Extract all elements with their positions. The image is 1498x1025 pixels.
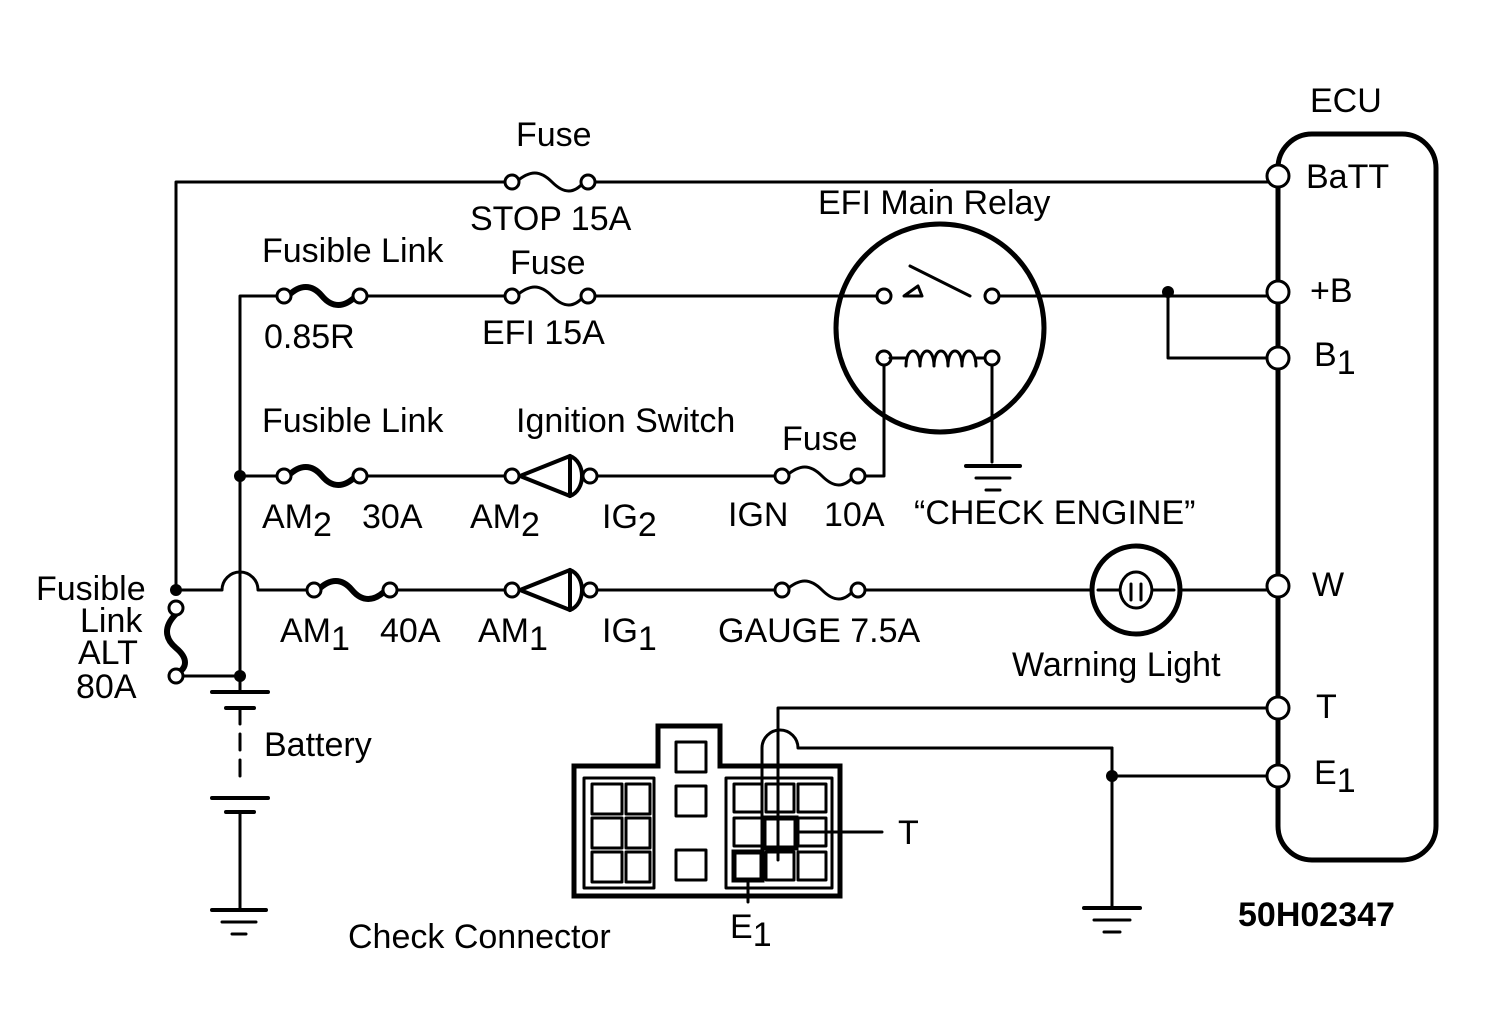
fusible-link-am2 [275, 464, 369, 488]
battery-label: Battery [264, 726, 372, 764]
junction-alt-top [170, 584, 182, 596]
alt-link-line3: ALT [78, 634, 138, 672]
efi-fuse-name: EFI 15A [482, 314, 605, 352]
ecu-terminal-t [1265, 695, 1291, 721]
ecu-label-e1: E1 [1314, 754, 1356, 800]
ecu-terminal-batt [1265, 163, 1291, 189]
alt-link-line1: Fusible [36, 570, 146, 608]
wires [174, 180, 1270, 910]
fuse-ign [773, 465, 867, 487]
ignition-switch-am2 [503, 454, 599, 498]
ignition-switch-am1 [503, 568, 599, 612]
ecu-label-w: W [1312, 566, 1344, 604]
battery-icon [210, 690, 270, 814]
am2-switch-out: IG2 [602, 498, 657, 544]
check-connector-t-label: T [898, 814, 919, 852]
ecu-label-plus-b: +B [1310, 272, 1353, 310]
ign-fuse-rating: 10A [824, 496, 885, 534]
ecu-terminal-plus-b [1265, 279, 1291, 305]
am1-switch-in: AM1 [478, 612, 548, 658]
check-connector-pin-t [761, 815, 799, 851]
ground-relay-icon [964, 464, 1022, 492]
fuse-efi [503, 285, 597, 307]
junction-plus-b [1162, 286, 1174, 298]
ecu-label-batt: BaTT [1306, 158, 1389, 196]
fuse-gauge [773, 579, 867, 601]
ign-fuse-label: Fuse [782, 420, 858, 458]
efi-fusible-link-rating: 0.85R [264, 318, 355, 356]
fuse-stop [503, 171, 597, 193]
ecu-terminal-e1 [1265, 763, 1291, 789]
ecu-label-t: T [1316, 688, 1337, 726]
check-engine-label: “CHECK ENGINE” [914, 494, 1195, 532]
check-connector-pin-e1 [731, 849, 765, 883]
ecu-terminal-w [1265, 573, 1291, 599]
ecu-box [1265, 131, 1439, 863]
junction-dots [170, 286, 1174, 782]
am1-link-name: AM1 [280, 612, 350, 658]
ground-battery-icon [210, 908, 268, 936]
warning-light-lamp-icon [1089, 543, 1183, 637]
fusible-link-085r [275, 284, 369, 308]
efi-fuse-label: Fuse [510, 244, 586, 282]
fusible-link-alt [164, 599, 188, 685]
am2-link-rating: 30A [362, 498, 423, 536]
ground-e1-icon [1082, 906, 1142, 934]
am1-switch-out: IG1 [602, 612, 657, 658]
diagram-code: 50H02347 [1238, 896, 1395, 934]
stop-fuse-name: STOP 15A [470, 200, 632, 238]
ecu-terminal-b1 [1265, 345, 1291, 371]
stop-fuse-label: Fuse [516, 116, 592, 154]
junction-battery [234, 670, 246, 682]
check-connector-e1-label: E1 [730, 908, 772, 954]
efi-main-relay [833, 221, 1047, 464]
check-connector-label: Check Connector [348, 918, 611, 956]
junction-e1 [1106, 770, 1118, 782]
alt-link-line4: 80A [76, 668, 137, 706]
efi-fusible-link-label: Fusible Link [262, 232, 444, 270]
am2-fusible-link-label: Fusible Link [262, 402, 444, 440]
am2-link-name: AM2 [262, 498, 332, 544]
alt-link-line2: Link [80, 602, 143, 640]
efi-main-relay-label: EFI Main Relay [818, 184, 1050, 222]
labels: ECU BaTT +B B1 W T E1 Fuse STOP 15A Fusi… [36, 82, 1395, 956]
ign-fuse-name: IGN [728, 496, 788, 534]
gauge-fuse-name: GAUGE 7.5A [718, 612, 921, 650]
junction-am2 [234, 470, 246, 482]
am1-link-rating: 40A [380, 612, 441, 650]
fusible-link-am1 [305, 578, 399, 602]
ecu-label-b1: B1 [1314, 336, 1356, 382]
check-connector [571, 723, 884, 904]
ignition-switch-label: Ignition Switch [516, 402, 735, 440]
warning-light-label: Warning Light [1012, 646, 1221, 684]
ecu-title: ECU [1310, 82, 1382, 120]
am2-switch-in: AM2 [470, 498, 540, 544]
